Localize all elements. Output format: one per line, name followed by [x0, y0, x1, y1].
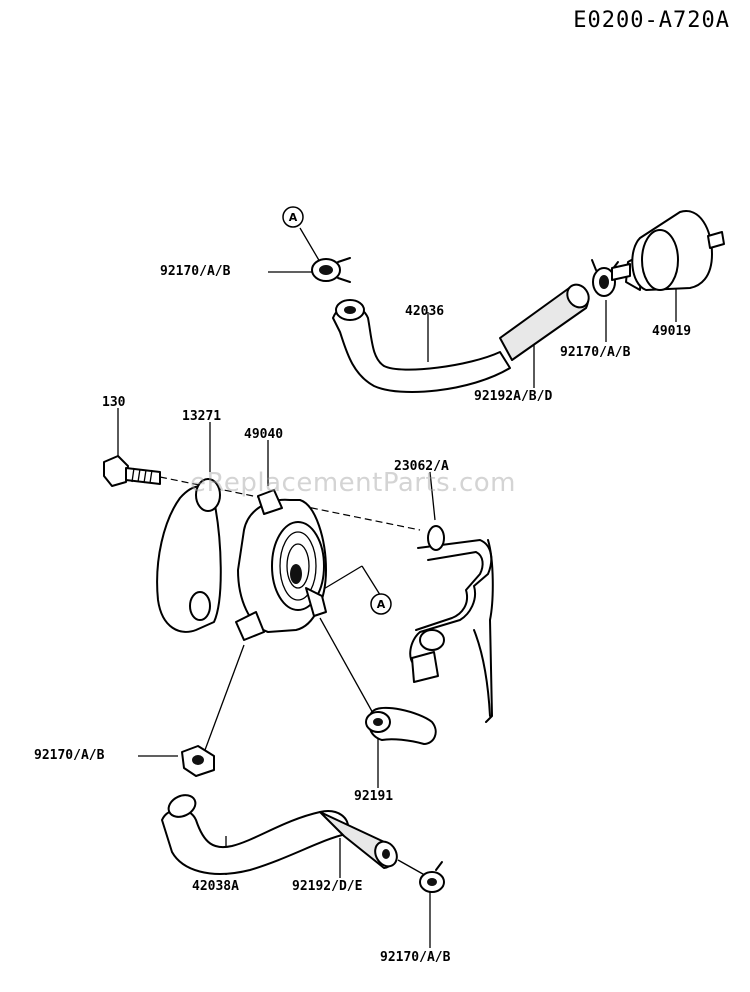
hose-bottom-shape: [161, 794, 350, 875]
clamp-top-left-shape: [311, 257, 351, 283]
label-tube-short: 92191: [354, 789, 394, 804]
label-tube-bottom: 92192/D/E: [292, 879, 363, 894]
label-tube-top: 92192A/B/D: [474, 389, 553, 404]
bracket-right-shape: [409, 525, 494, 723]
tube-short-shape: [365, 706, 437, 745]
diagram-code: E0200-A720A: [573, 8, 730, 33]
label-clamp-bottom: 92170/A/B: [380, 950, 451, 965]
tube-bottom-shape: [319, 811, 398, 869]
tube-top-shape: [499, 283, 590, 361]
leader-lines: [117, 227, 677, 948]
label-pump: 49040: [244, 427, 284, 442]
label-bolt: 130: [102, 395, 126, 410]
fuel-pump-shape: [235, 489, 327, 641]
callout-a-mid-letter: A: [377, 598, 386, 611]
label-bracket-right: 23062/A: [394, 459, 449, 474]
hose-top-shape: [332, 299, 511, 393]
clamp-mid-left-shape: [181, 745, 215, 777]
label-clamp-top-left: 92170/A/B: [160, 264, 231, 279]
label-clamp-top-right: 92170/A/B: [560, 345, 631, 360]
label-hose-bottom: 42038A: [192, 879, 239, 894]
bracket-left-shape: [156, 478, 222, 633]
watermark: eReplacementParts.com: [190, 468, 517, 498]
callout-a-top: A: [282, 206, 304, 228]
bolt-shape: [103, 455, 161, 487]
clamp-bottom-shape: [419, 861, 445, 893]
label-clamp-mid-left: 92170/A/B: [34, 748, 105, 763]
fuel-filter-shape: [611, 210, 725, 291]
clamp-top-right-shape: [591, 259, 619, 297]
label-bracket-left: 13271: [182, 409, 222, 424]
label-filter: 49019: [652, 324, 692, 339]
label-hose-top: 42036: [405, 304, 445, 319]
callout-a-top-letter: A: [289, 211, 298, 224]
callout-a-mid: A: [370, 593, 392, 615]
